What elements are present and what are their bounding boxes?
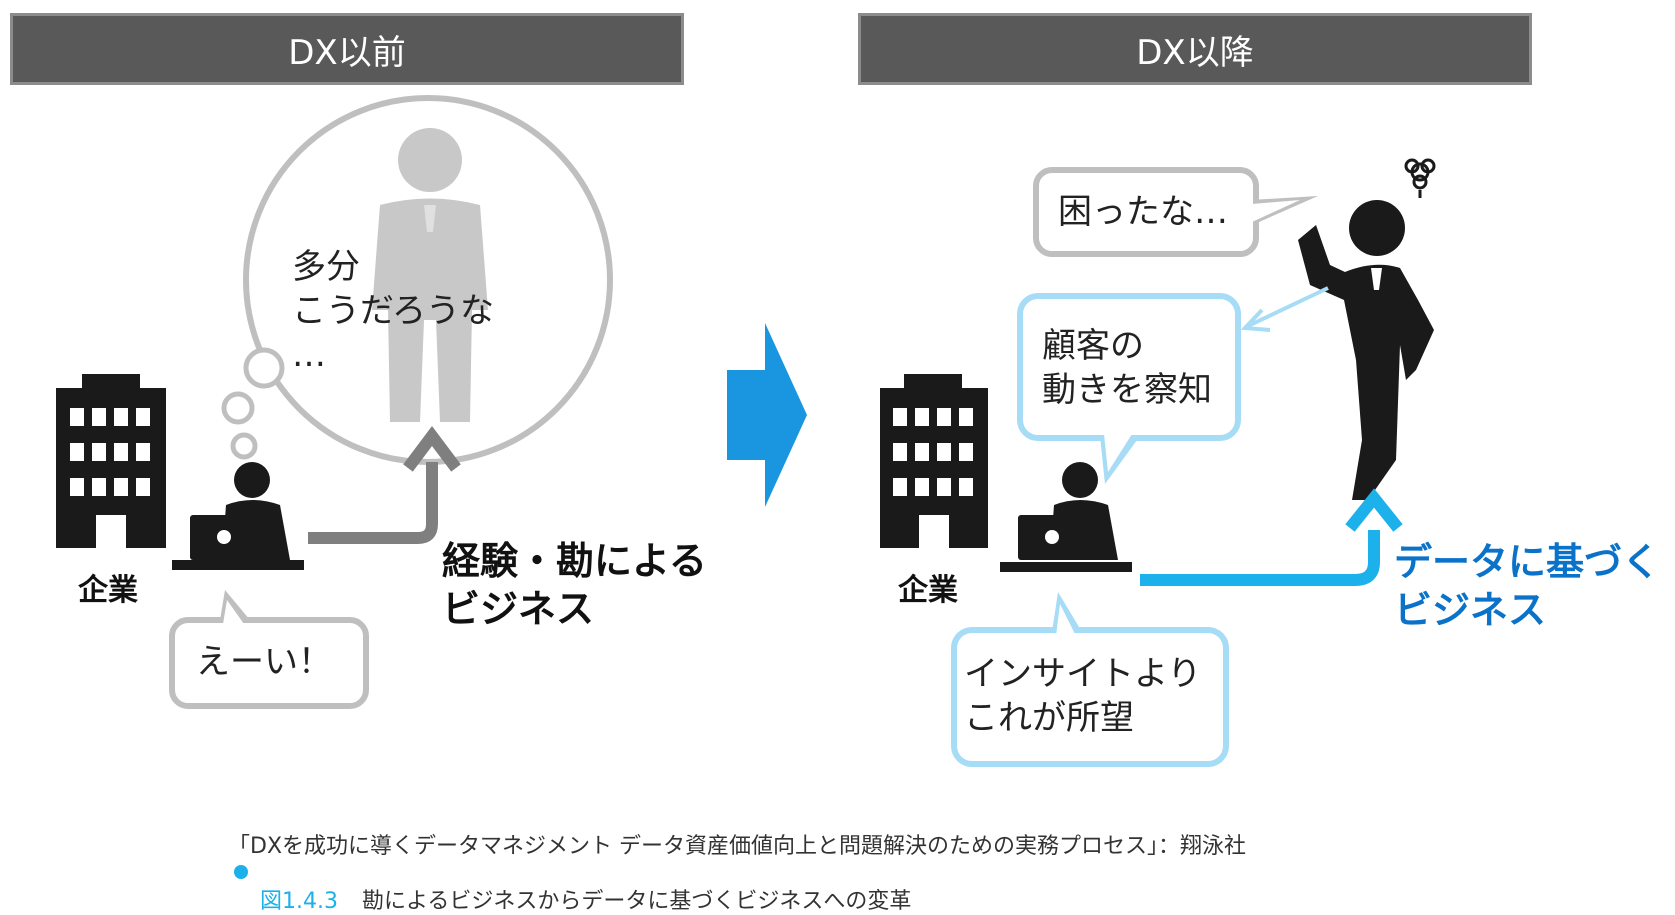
worried-customer-icon [1298, 200, 1434, 500]
request-bubble-text: インサイトより これが所望 [964, 654, 1202, 738]
company-label-after: 企業 [898, 573, 958, 608]
header-after-label: DX以降 [1136, 32, 1254, 73]
transition-arrow [727, 323, 807, 507]
thought-dot-medium [221, 391, 255, 425]
business-label-after: データに基づく ビジネス [1394, 540, 1661, 632]
header-before-label: DX以前 [288, 32, 406, 73]
request-bubble [951, 592, 1229, 767]
caption-figure-number: 図1.4.3 [260, 889, 338, 914]
speech-bubble-gray [169, 590, 369, 709]
gray-up-arrow [308, 426, 461, 544]
thought-dot-large [243, 347, 285, 389]
caption-figure-title: 勘によるビジネスからデータに基づくビジネスへの変革 [361, 889, 912, 914]
customer-speech-bubble [1033, 167, 1318, 257]
thought-text: 多分 こうだろうな … [292, 247, 494, 375]
worker-laptop-icon-right [1000, 462, 1132, 572]
insight-arrow [1240, 286, 1329, 332]
business-label-before: 経験・勘による ビジネス [442, 539, 707, 631]
thought-dot-small [230, 432, 258, 460]
header-before-dx: DX以前 [10, 13, 684, 85]
caption-figure: 図1.4.3 勘によるビジネスからデータに基づくビジネスへの変革 [260, 858, 911, 915]
imagined-customer-icon [372, 128, 488, 422]
worry-scribble-icon [1404, 158, 1436, 198]
insight-bubble [1017, 293, 1241, 484]
insight-bubble-text: 顧客の 動きを察知 [1042, 326, 1212, 410]
speech-text-before: えーい！ [196, 642, 332, 682]
worker-laptop-icon [172, 462, 304, 570]
caption-source: 「DXを成功に導くデータマネジメント データ資産価値向上と問題解決のための実務プ… [228, 834, 1247, 859]
blue-up-arrow [1140, 488, 1403, 586]
company-building-icon [56, 374, 166, 548]
caption-bullet [234, 865, 248, 879]
header-after-dx: DX以降 [858, 13, 1532, 85]
company-label-before: 企業 [78, 573, 138, 608]
customer-speech-text: 困ったな… [1058, 192, 1228, 232]
company-building-icon-right [880, 374, 988, 548]
